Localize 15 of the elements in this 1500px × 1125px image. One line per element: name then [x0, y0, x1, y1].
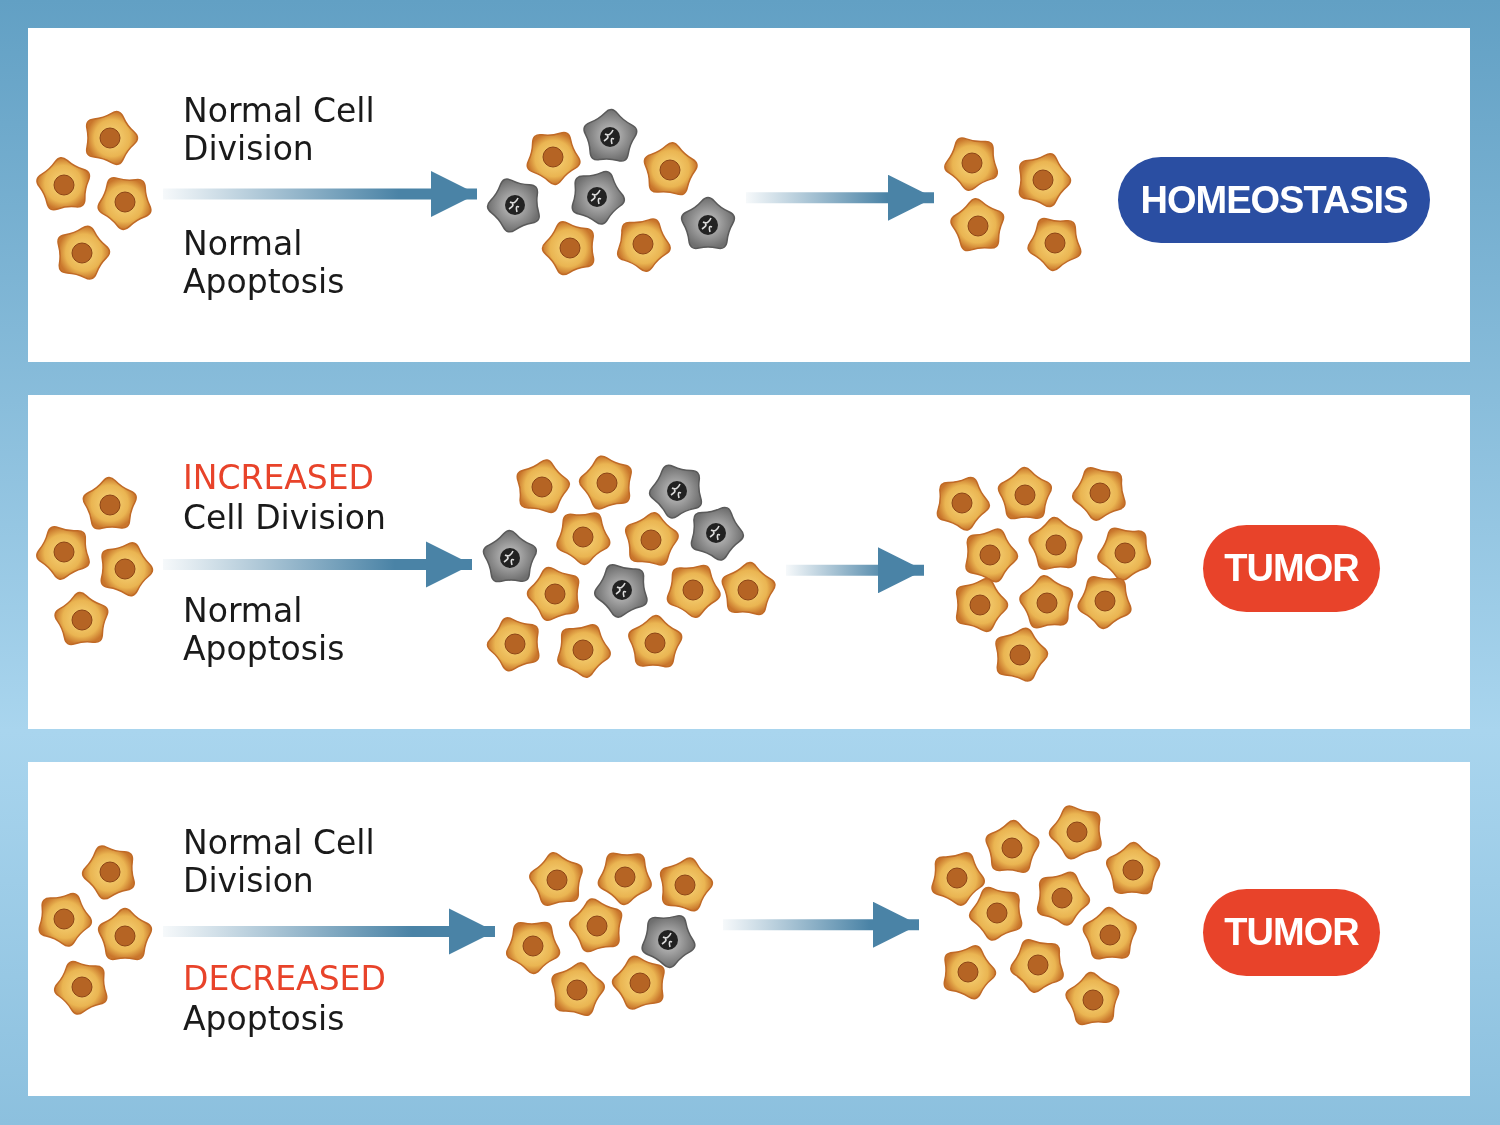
arrow	[163, 908, 495, 955]
outcome-badge: HOMEOSTASIS	[1118, 157, 1430, 243]
arrow	[163, 541, 472, 588]
arrow	[723, 901, 919, 948]
arrow	[163, 170, 477, 218]
process-label: Normal Cell Division	[183, 824, 376, 900]
process-label: Cell Division	[183, 499, 387, 537]
arrow	[746, 174, 934, 221]
process-label: Normal Apoptosis	[183, 225, 346, 301]
process-label: DECREASED	[183, 960, 387, 998]
arrow	[786, 547, 924, 594]
process-label: INCREASED	[183, 459, 376, 497]
process-label: Normal Apoptosis	[183, 592, 346, 668]
process-label: Normal Cell Division	[183, 92, 376, 168]
process-label: Apoptosis	[183, 1000, 346, 1038]
